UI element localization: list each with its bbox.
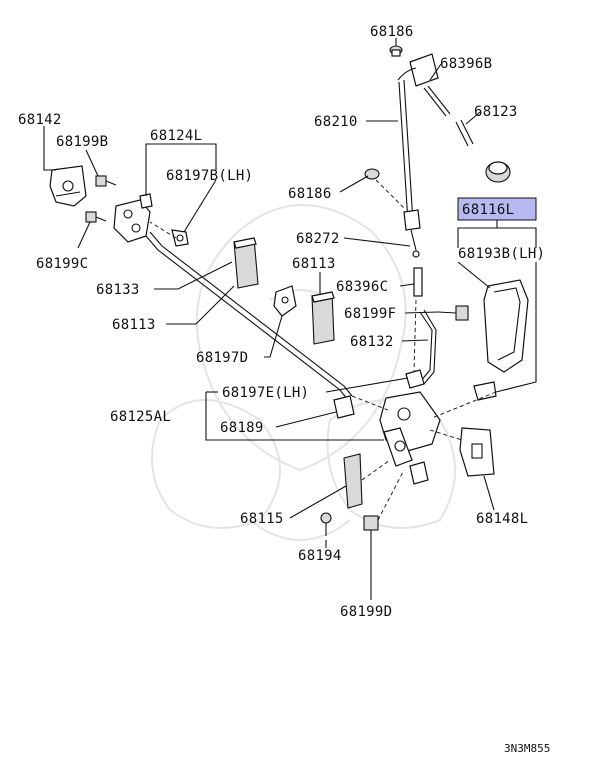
part-68199F-bolt xyxy=(437,305,469,321)
label-68123[interactable]: 68123 xyxy=(474,104,518,120)
label-68396C[interactable]: 68396C xyxy=(336,279,388,295)
label-68194[interactable]: 68194 xyxy=(298,548,342,564)
label-68193B[interactable]: 68193B(LH) xyxy=(458,246,545,262)
label-68142[interactable]: 68142 xyxy=(18,112,62,128)
part-68186-mid-cap xyxy=(364,168,405,209)
label-68189[interactable]: 68189 xyxy=(220,420,264,436)
label-68116L[interactable]: 68116L xyxy=(462,202,514,218)
part-68115-cover xyxy=(343,453,363,509)
part-68396B-pin xyxy=(423,85,451,117)
label-68148L[interactable]: 68148L xyxy=(476,511,528,527)
label-68113-right[interactable]: 68113 xyxy=(292,256,336,272)
label-68197B[interactable]: 68197B(LH) xyxy=(166,168,253,184)
part-68113-pad-left xyxy=(233,237,259,289)
label-68186-mid[interactable]: 68186 xyxy=(288,186,332,202)
dashed-guides xyxy=(149,221,497,521)
part-68133-long-rod xyxy=(145,231,353,401)
part-68272-rod xyxy=(410,229,420,258)
leader-lines xyxy=(43,38,537,600)
label-68125AL[interactable]: 68125AL xyxy=(110,409,171,425)
diagram-code: 3N3M855 xyxy=(504,742,550,755)
part-68199D-bolt xyxy=(363,515,379,546)
label-68133[interactable]: 68133 xyxy=(96,282,140,298)
part-68189-clip xyxy=(333,395,355,419)
part-68124L-latch xyxy=(113,193,153,243)
label-68199C[interactable]: 68199C xyxy=(36,256,88,272)
part-68199B-bolt xyxy=(95,175,117,187)
label-68124L[interactable]: 68124L xyxy=(150,128,202,144)
label-68272[interactable]: 68272 xyxy=(296,231,340,247)
part-68123-pin xyxy=(455,119,511,183)
label-68199F[interactable]: 68199F xyxy=(344,306,396,322)
label-68199B[interactable]: 68199B xyxy=(56,134,108,150)
label-68132[interactable]: 68132 xyxy=(350,334,394,350)
part-68197B-clip xyxy=(171,229,189,247)
label-68210[interactable]: 68210 xyxy=(314,114,358,130)
part-68199C-bolt xyxy=(85,211,107,223)
part-68113-pad-right xyxy=(311,291,335,345)
part-68132-cable xyxy=(419,309,437,385)
part-68142-bracket xyxy=(49,165,87,207)
part-68148L-striker xyxy=(429,427,495,477)
label-68186-top[interactable]: 68186 xyxy=(370,24,414,40)
label-68396B[interactable]: 68396B xyxy=(440,56,492,72)
label-68197D[interactable]: 68197D xyxy=(196,350,248,366)
part-68194-screw xyxy=(320,512,332,536)
part-68197E-clip xyxy=(405,369,425,389)
part-68116L-handle xyxy=(473,279,529,401)
part-68396C-pin xyxy=(413,267,423,297)
part-68197D-clip xyxy=(273,285,297,317)
label-68199D[interactable]: 68199D xyxy=(340,604,392,620)
highlight-box-68116L xyxy=(457,197,537,221)
part-68210-rod xyxy=(397,53,439,231)
label-68113-left[interactable]: 68113 xyxy=(112,317,156,333)
label-68197E[interactable]: 68197E(LH) xyxy=(222,385,309,401)
part-68186-top-bolt xyxy=(389,45,403,57)
part-68125AL-lock xyxy=(379,391,441,485)
label-68115[interactable]: 68115 xyxy=(240,511,284,527)
